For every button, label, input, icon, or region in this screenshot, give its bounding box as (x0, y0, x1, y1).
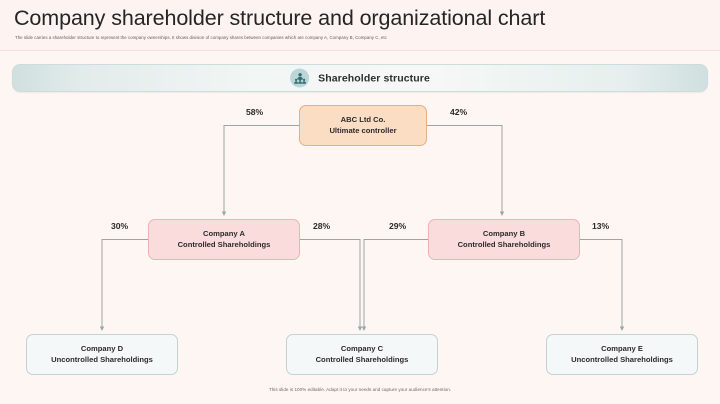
page-subtitle: The slide carries a shareholder structur… (15, 35, 387, 40)
header-divider (0, 50, 720, 51)
edge-label-a-to-c: 28% (313, 221, 331, 231)
node-company-d[interactable]: Company D Uncontrolled Shareholdings (26, 334, 178, 375)
node-company-c[interactable]: Company C Controlled Shareholdings (286, 334, 438, 375)
node-abc-ltd-co[interactable]: ABC Ltd Co. Ultimate controller (299, 105, 427, 146)
node-subtitle: Uncontrolled Shareholdings (571, 354, 673, 364)
node-title: Company E (601, 344, 643, 353)
edge-label-b-to-e: 13% (592, 221, 610, 231)
node-subtitle: Uncontrolled Shareholdings (51, 354, 153, 364)
shareholder-structure-banner: Shareholder structure (12, 64, 708, 92)
footer-note: This slide is 100% editable. Adapt it to… (268, 387, 452, 392)
node-subtitle: Controlled Shareholdings (177, 239, 271, 249)
slide-header: Company shareholder structure and organi… (0, 0, 720, 50)
node-title: Company C (340, 344, 384, 353)
node-title: Company A (203, 229, 245, 238)
people-group-icon (290, 68, 310, 88)
node-company-a[interactable]: Company A Controlled Shareholdings (148, 219, 300, 260)
node-title: Company B (482, 229, 526, 238)
node-subtitle: Ultimate controller (329, 125, 397, 135)
node-title: Company D (80, 344, 124, 353)
node-company-b[interactable]: Company B Controlled Shareholdings (428, 219, 580, 260)
node-subtitle: Controlled Shareholdings (457, 239, 551, 249)
banner-label: Shareholder structure (318, 72, 430, 84)
page-title: Company shareholder structure and organi… (14, 6, 546, 30)
node-title: ABC Ltd Co. (340, 115, 386, 124)
banner-content: Shareholder structure (290, 68, 430, 88)
edge-label-root-to-b: 42% (450, 107, 468, 117)
edge-label-b-to-c: 29% (389, 221, 407, 231)
node-subtitle: Controlled Shareholdings (315, 354, 409, 364)
edge-label-a-to-d: 30% (111, 221, 129, 231)
node-company-e[interactable]: Company E Uncontrolled Shareholdings (546, 334, 698, 375)
edge-label-root-to-a: 58% (246, 107, 264, 117)
